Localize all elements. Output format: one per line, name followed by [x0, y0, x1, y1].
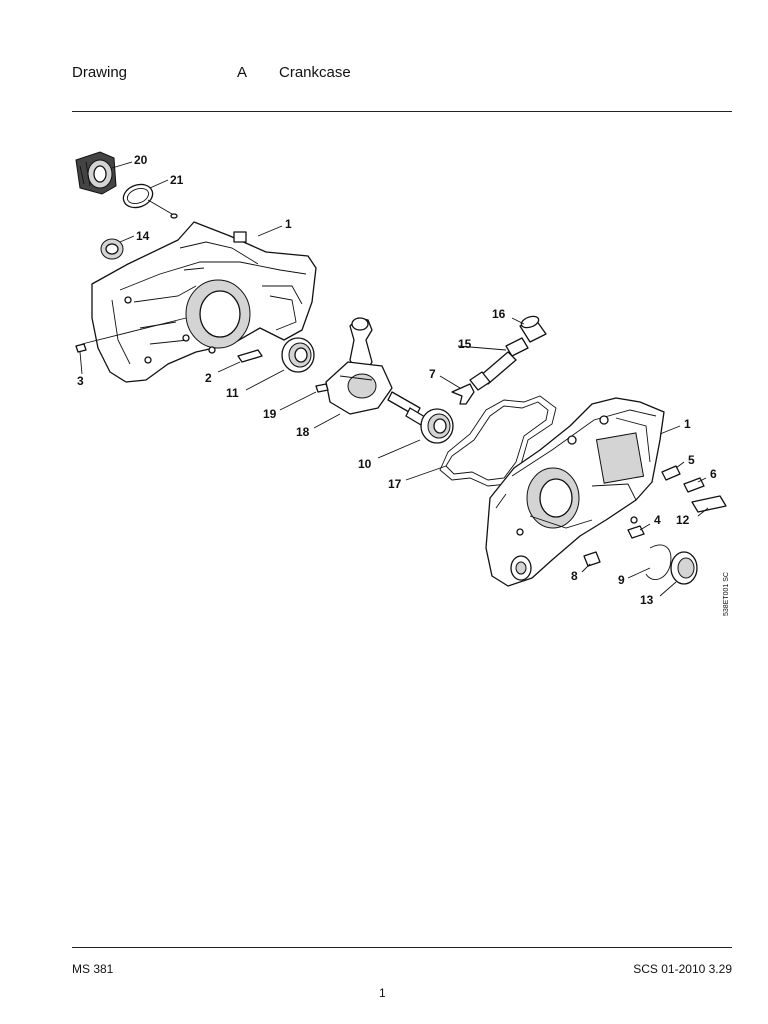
- circlip-part-9: [645, 544, 672, 580]
- stud-part-12: [691, 495, 727, 513]
- callout-1-left: 1: [285, 217, 292, 231]
- callout-11: 11: [226, 386, 239, 400]
- oil-hose-assembly: [451, 315, 547, 405]
- dowel-part-3: [75, 343, 87, 353]
- callout-17: 17: [388, 477, 402, 491]
- callout-1-right: 1: [684, 417, 691, 431]
- callout-5: 5: [688, 453, 695, 467]
- callout-21: 21: [170, 173, 184, 187]
- o-ring-part: [122, 183, 178, 219]
- callout-13: 13: [640, 593, 654, 607]
- callout-7: 7: [429, 367, 436, 381]
- footer-divider: [72, 947, 732, 948]
- crankcase-left-half: [91, 221, 317, 383]
- drawing-code: 538ET001 SC: [723, 572, 730, 616]
- screw-part-8: [583, 551, 601, 567]
- ball-bearing-part-11: [281, 337, 315, 373]
- callout-3: 3: [77, 374, 84, 388]
- header-label: Drawing: [72, 64, 128, 81]
- callout-15: 15: [458, 337, 472, 351]
- ball-bearing-part-10: [420, 408, 454, 444]
- header-letter: A: [237, 64, 248, 81]
- callout-19: 19: [263, 407, 277, 421]
- gasket-part-17: [439, 395, 557, 487]
- callout-2: 2: [205, 371, 212, 385]
- crankcase-right-half: [485, 397, 665, 587]
- seal-ring-part: [100, 238, 124, 260]
- callout-12: 12: [676, 513, 690, 527]
- callout-18: 18: [296, 425, 310, 439]
- document-code: SCS 01-2010 3.29: [633, 962, 732, 976]
- header-divider: [72, 111, 732, 112]
- callout-14: 14: [136, 229, 150, 243]
- pin-part-2: [237, 349, 263, 363]
- oil-seal-part-13: [670, 551, 698, 585]
- callout-20: 20: [134, 153, 148, 167]
- oil-pump-part: [75, 151, 117, 195]
- callout-4: 4: [654, 513, 661, 527]
- crankshaft-part-18: [325, 317, 431, 429]
- leader-lines: [79, 161, 709, 597]
- pin-part-4: [627, 525, 645, 539]
- callout-8: 8: [571, 569, 578, 583]
- callout-16: 16: [492, 307, 506, 321]
- model-name: MS 381: [72, 962, 114, 976]
- plug-part-5: [661, 465, 681, 481]
- page-title: Crankcase: [279, 64, 351, 81]
- callout-10: 10: [358, 457, 372, 471]
- page-number: 1: [379, 986, 386, 1000]
- callout-6: 6: [710, 467, 717, 481]
- callout-9: 9: [618, 573, 625, 587]
- key-part-19: [315, 383, 329, 393]
